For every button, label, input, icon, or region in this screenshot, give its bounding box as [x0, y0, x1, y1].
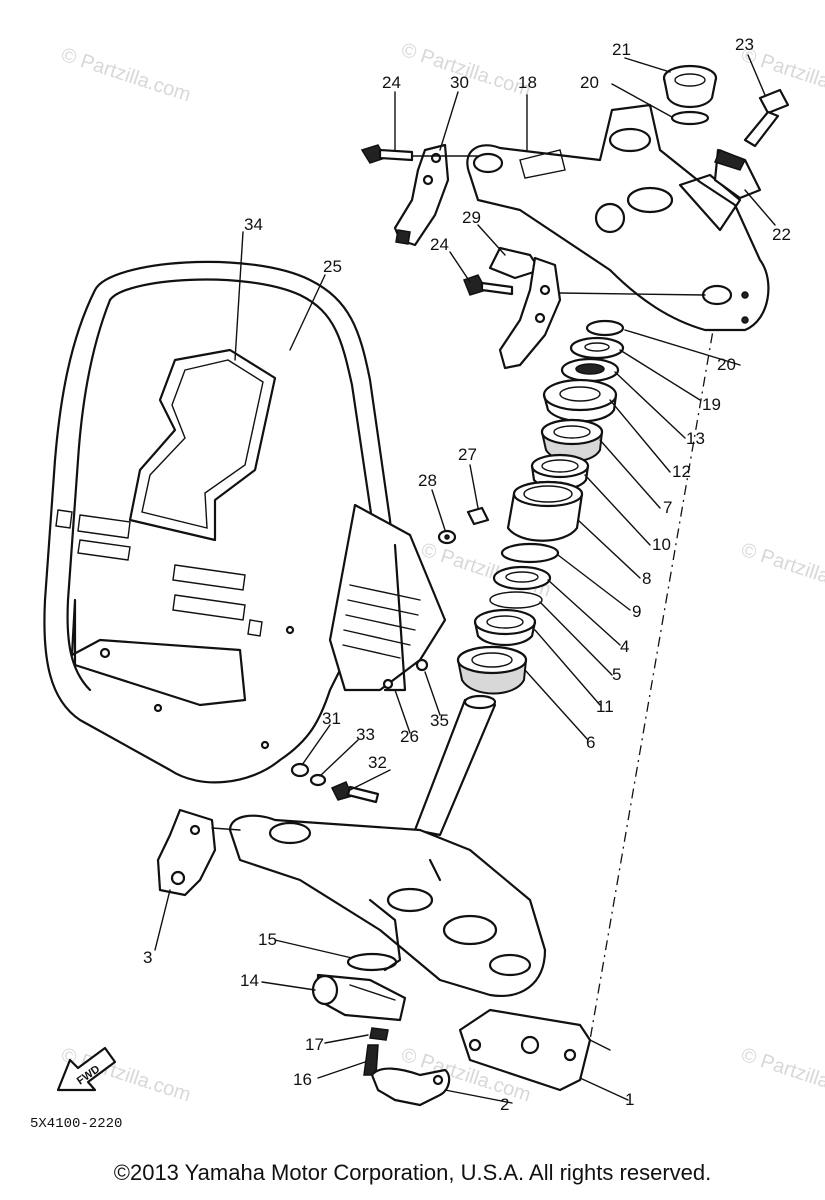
callout-25: 25 — [323, 257, 342, 276]
race-11 — [473, 608, 537, 646]
cap-21 — [662, 64, 718, 109]
callout-9: 9 — [632, 602, 641, 621]
bracket-29 — [488, 246, 706, 370]
bearing-7 — [540, 418, 604, 463]
callout-15: 15 — [258, 930, 277, 949]
callout-6: 6 — [586, 733, 595, 752]
callout-34: 34 — [244, 215, 263, 234]
bolt-32 — [330, 781, 380, 804]
upper-bracket-18 — [466, 103, 770, 332]
callout-7: 7 — [663, 498, 672, 517]
holder-22 — [713, 148, 762, 200]
callout-23: 23 — [735, 35, 754, 54]
washer-31 — [290, 762, 310, 778]
callout-18: 18 — [518, 73, 537, 92]
holder-14 — [311, 973, 407, 1022]
bracket-30 — [393, 143, 450, 247]
washer-15 — [346, 952, 398, 972]
callout-22: 22 — [772, 225, 791, 244]
callout-12: 12 — [672, 462, 691, 481]
callout-4: 4 — [620, 637, 629, 656]
bracket-3 — [156, 808, 241, 897]
callout-10: 10 — [652, 535, 671, 554]
watermark: © Partzilla.com — [58, 44, 193, 107]
screw-27 — [466, 506, 490, 526]
nut-28 — [437, 529, 457, 545]
callout-17: 17 — [305, 1035, 324, 1054]
spring-17 — [369, 1027, 389, 1041]
callout-33: 33 — [356, 725, 375, 744]
callout-numbers: 21 23 24 30 18 20 22 29 24 34 25 20 19 1… — [143, 35, 791, 1114]
callout-1: 1 — [625, 1090, 634, 1109]
callout-5: 5 — [612, 665, 621, 684]
callout-13: 13 — [686, 429, 705, 448]
lower-bracket — [228, 814, 547, 997]
leader-lines — [154, 54, 776, 1104]
callout-27: 27 — [458, 445, 477, 464]
callout-32: 32 — [368, 753, 387, 772]
collar-8 — [506, 480, 584, 542]
plate-1 — [458, 1008, 611, 1092]
callout-35: 35 — [430, 711, 449, 730]
callout-30: 30 — [450, 73, 469, 92]
callout-28: 28 — [418, 471, 437, 490]
watermark: © Partzilla.com — [738, 1044, 825, 1107]
watermark: © Partzilla.com — [738, 539, 825, 602]
callout-31: 31 — [322, 709, 341, 728]
bracket-2 — [370, 1067, 451, 1107]
cover-12 — [542, 378, 618, 423]
callout-3: 3 — [143, 948, 152, 967]
bearing-6 — [456, 645, 528, 695]
callout-29: 29 — [462, 208, 481, 227]
copyright-notice: ©2013 Yamaha Motor Corporation, U.S.A. A… — [113, 1160, 712, 1185]
seal-4 — [492, 565, 552, 591]
bolt-23 — [743, 88, 790, 148]
callout-14: 14 — [240, 971, 259, 990]
ring-nut-19 — [569, 336, 625, 360]
callout-26: 26 — [400, 727, 419, 746]
bolt-24 — [463, 274, 514, 296]
washer-20 — [585, 319, 625, 337]
callout-20: 20 — [717, 355, 736, 374]
watermark: © Partzilla.com — [398, 39, 533, 102]
callout-21: 21 — [612, 40, 631, 59]
callout-16: 16 — [293, 1070, 312, 1089]
callout-8: 8 — [642, 569, 651, 588]
callout-2: 2 — [500, 1095, 509, 1114]
ring-nut-13 — [560, 357, 620, 383]
callout-20: 20 — [580, 73, 599, 92]
bolt-24 — [360, 144, 479, 164]
callout-24: 24 — [382, 73, 401, 92]
washer-33 — [309, 773, 327, 787]
steering-axis-centerline — [589, 289, 721, 1041]
steering-stem — [413, 694, 497, 837]
diagram-code: 5X4100-2220 — [30, 1116, 122, 1132]
headlight-housing — [328, 503, 447, 692]
washer-20 — [670, 110, 710, 126]
ring-5 — [489, 591, 543, 609]
callout-24: 24 — [430, 235, 449, 254]
exploded-parts-diagram: © Partzilla.com © Partzilla.com © Partzi… — [30, 35, 825, 1132]
callout-11: 11 — [596, 697, 614, 716]
seal-9 — [500, 542, 560, 564]
callout-19: 19 — [702, 395, 721, 414]
number-plate-25: 1 — [43, 260, 393, 784]
